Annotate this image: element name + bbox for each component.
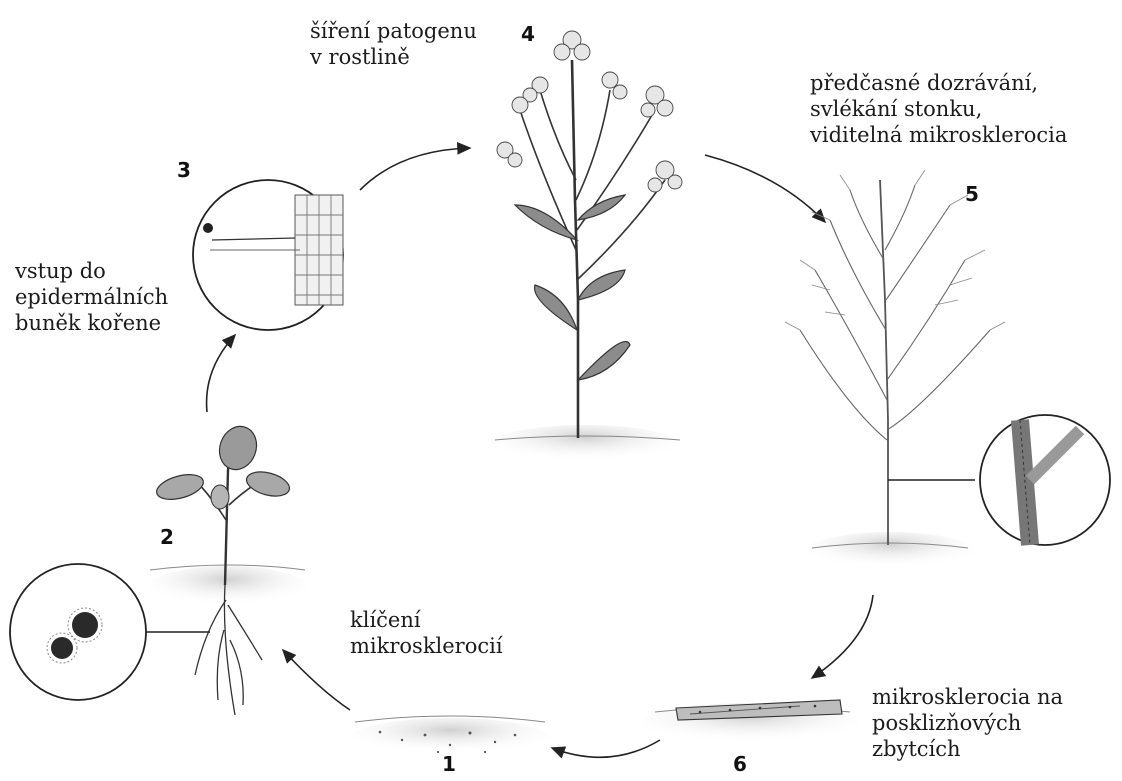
stage-label-2: vstup do epidermálních buněk kořene <box>15 258 168 336</box>
arrow-1-to-2 <box>283 650 350 710</box>
stage-number-3: 3 <box>177 158 191 182</box>
stage-number-1: 1 <box>442 752 456 776</box>
arrow-3-to-4 <box>360 148 470 190</box>
arrow-5-to-6 <box>812 595 873 678</box>
stage-number-5: 5 <box>965 182 979 206</box>
stage-label-6: mikrosklerocia na posklizňových zbytcích <box>872 684 1063 762</box>
flowering-plant-illustration <box>490 31 682 465</box>
arrow-6-to-1 <box>552 740 660 757</box>
arrow-2-to-3 <box>207 335 235 412</box>
stage-number-2: 2 <box>160 525 174 549</box>
crop-residue-illustration <box>640 700 860 747</box>
stage-number-4: 4 <box>521 22 535 46</box>
stage-label-1: klíčení mikrosklerocií <box>350 607 503 659</box>
stage-number-6: 6 <box>733 752 747 776</box>
seedling-illustration <box>148 421 308 715</box>
stage-label-5: předčasné dozrávání, svlékání stonku, vi… <box>810 70 1067 148</box>
epidermis-entry-inset <box>193 180 343 330</box>
mature-plant-illustration <box>785 170 1005 572</box>
stem-inset-circle <box>980 415 1110 545</box>
arrow-4-to-5 <box>705 155 825 222</box>
stage-label-4: šíření patogenu v rostlině <box>310 18 477 70</box>
